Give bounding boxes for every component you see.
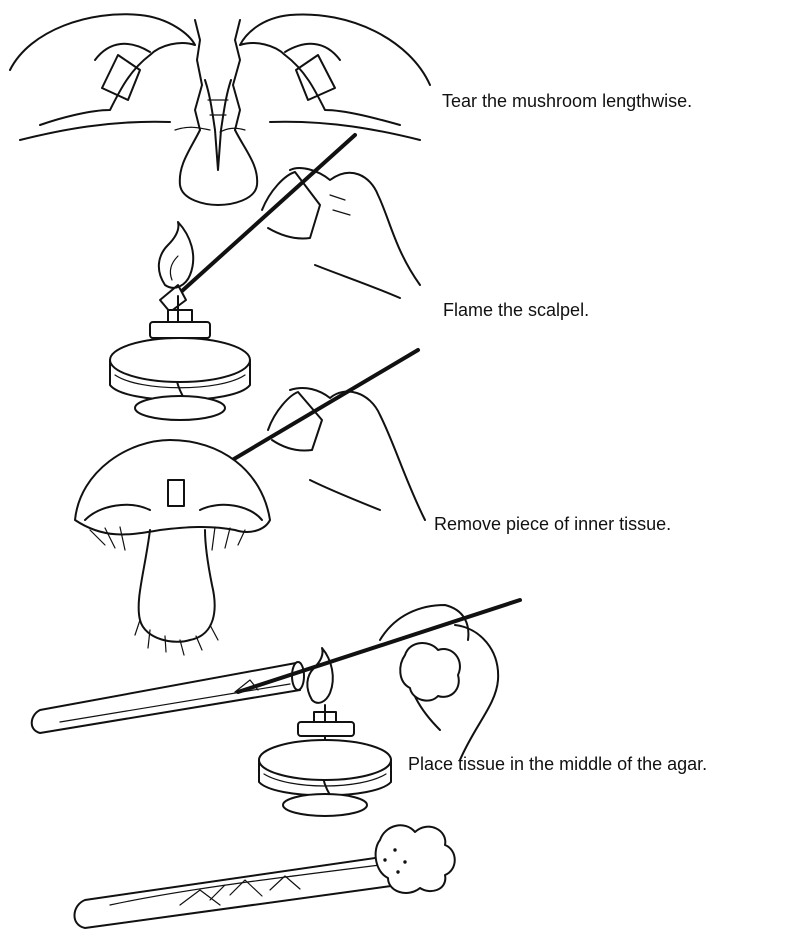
hand-holding-scalpel-icon xyxy=(268,388,425,520)
cotton-plug-icon xyxy=(400,643,460,701)
hand-holding-scalpel-icon xyxy=(262,168,420,298)
right-hand-icon xyxy=(240,14,430,140)
torn-mushroom-icon xyxy=(175,20,257,205)
flame-icon xyxy=(159,222,193,288)
step-caption: Remove piece of inner tissue. xyxy=(434,514,671,535)
scalpel-icon xyxy=(238,600,520,692)
step-caption: Place tissue in the middle of the agar. xyxy=(408,754,707,775)
final-culture-tube-illustration xyxy=(74,825,454,928)
test-tube-icon xyxy=(32,662,304,733)
left-hand-icon xyxy=(10,14,195,140)
flame-icon xyxy=(307,648,333,703)
mushroom-icon xyxy=(75,440,270,655)
step-1-tear-illustration xyxy=(10,14,430,205)
step-caption: Tear the mushroom lengthwise. xyxy=(442,91,692,112)
step-3-remove-tissue-illustration xyxy=(75,350,425,655)
step-4-place-tissue-illustration xyxy=(32,600,520,816)
alcohol-lamp-icon xyxy=(259,705,391,816)
step-caption: Flame the scalpel. xyxy=(443,300,589,321)
scalpel-icon xyxy=(160,135,355,312)
alcohol-lamp-icon xyxy=(110,296,250,420)
